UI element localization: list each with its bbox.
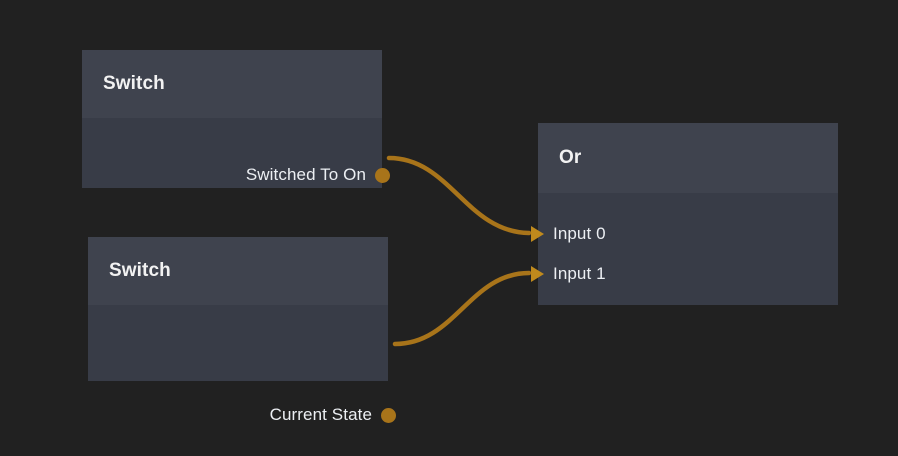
node-switch-2[interactable]: Switch Current State (88, 237, 396, 424)
input-pin-input-0-label: Input 0 (553, 224, 606, 243)
output-pin-switched-to-on-label: Switched To On (245, 165, 366, 184)
circle-pin-icon[interactable] (375, 167, 390, 183)
output-pin-switched-to-on[interactable]: Switched To On (246, 165, 390, 185)
node-or-body: Input 0 Input 1 (531, 193, 838, 375)
arrow-pin-icon[interactable] (531, 226, 544, 242)
arrow-pin-icon[interactable] (531, 266, 544, 282)
node-or-title: Or (559, 147, 582, 168)
node-switch-1-header[interactable]: Switch (82, 50, 382, 118)
node-switch-1-title: Switch (103, 73, 165, 94)
input-pin-input-1[interactable]: Input 1 (531, 264, 606, 284)
connection-wire-current-state-to-input-1 (392, 270, 532, 347)
connection-wire-switched-to-on-to-input-0 (386, 155, 532, 236)
node-switch-1-body: Switched To On (82, 118, 390, 256)
node-switch-2-title: Switch (109, 260, 171, 281)
output-pin-current-state[interactable]: Current State (270, 405, 396, 425)
node-or-header[interactable]: Or (538, 123, 838, 193)
output-pin-current-state-label: Current State (269, 405, 372, 424)
node-or[interactable]: Or Input 0 Input 1 (531, 123, 838, 305)
circle-pin-icon[interactable] (381, 407, 396, 423)
node-switch-1[interactable]: Switch Switched To On (82, 50, 390, 188)
node-switch-2-header[interactable]: Switch (88, 237, 388, 305)
input-pin-input-1-label: Input 1 (553, 264, 606, 283)
node-switch-2-body: Current State (88, 305, 396, 449)
input-pin-input-0[interactable]: Input 0 (531, 224, 606, 244)
